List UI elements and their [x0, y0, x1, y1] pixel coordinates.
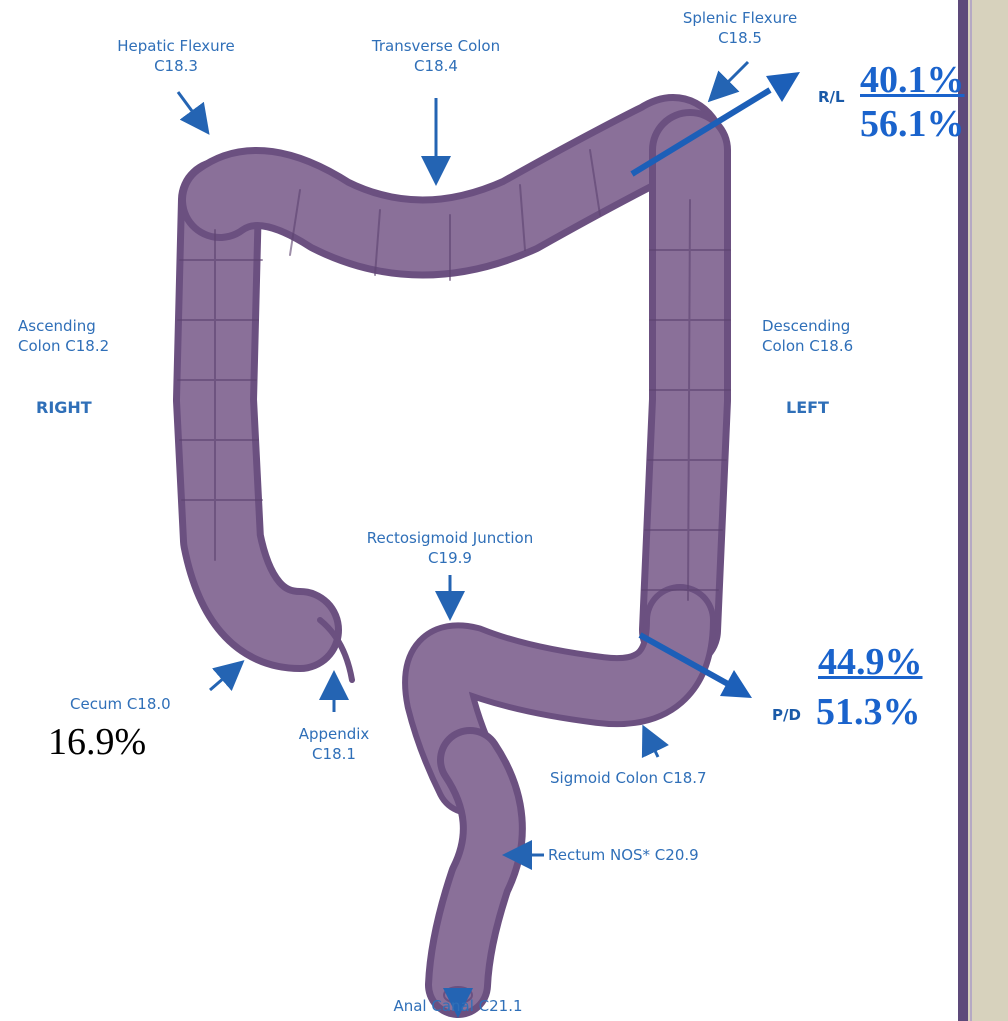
splenic-flexure-name: Splenic Flexure: [683, 8, 797, 28]
right-side-label: RIGHT: [36, 398, 92, 418]
ascending-colon-label: Ascending Colon C18.2: [18, 316, 109, 356]
hepatic-flexure-code: C18.3: [117, 56, 235, 76]
splenic-flexure-code: C18.5: [683, 28, 797, 48]
pd-bottom-percent: 51.3%: [816, 692, 921, 732]
rectum-label: Rectum NOS* C20.9: [548, 845, 699, 865]
transverse-colon-label: Transverse Colon C18.4: [372, 36, 500, 76]
descending-colon-line2: Colon C18.6: [762, 336, 853, 356]
appendix-name: Appendix: [299, 724, 370, 744]
ascending-colon-line1: Ascending: [18, 316, 109, 336]
sigmoid-colon-label: Sigmoid Colon C18.7: [550, 768, 707, 788]
hepatic-flexure-label: Hepatic Flexure C18.3: [117, 36, 235, 76]
hepatic-flexure-name: Hepatic Flexure: [117, 36, 235, 56]
descending-colon-line1: Descending: [762, 316, 853, 336]
cecum-arrow: [210, 664, 240, 690]
rectosigmoid-label: Rectosigmoid Junction C19.9: [367, 528, 533, 568]
descending-colon-label: Descending Colon C18.6: [762, 316, 853, 356]
left-side-label: LEFT: [786, 398, 829, 418]
rl-arrow-head: [766, 72, 800, 102]
hepatic-flexure-arrow: [178, 92, 206, 130]
pd-top-percent: 44.9%: [818, 642, 923, 682]
side-bar: [958, 0, 1008, 1021]
sigmoid-colon-arrow: [645, 730, 658, 757]
splenic-flexure-arrow: [712, 62, 748, 98]
rectosigmoid-code: C19.9: [367, 548, 533, 568]
anal-canal-label: Anal Canal C21.1: [393, 996, 522, 1016]
rl-top-percent: 40.1%: [860, 60, 965, 100]
transverse-colon-name: Transverse Colon: [372, 36, 500, 56]
splenic-flexure-label: Splenic Flexure C18.5: [683, 8, 797, 48]
appendix-label: Appendix C18.1: [299, 724, 370, 764]
appendix-code: C18.1: [299, 744, 370, 764]
pd-tag: P/D: [772, 706, 801, 724]
cecum-percent: 16.9%: [48, 722, 146, 762]
rectosigmoid-name: Rectosigmoid Junction: [367, 528, 533, 548]
rl-bottom-percent: 56.1%: [860, 104, 965, 144]
colon-illustration: [178, 135, 730, 1003]
cecum-label: Cecum C18.0: [70, 694, 171, 714]
ascending-colon-line2: Colon C18.2: [18, 336, 109, 356]
transverse-colon-code: C18.4: [372, 56, 500, 76]
rl-tag: R/L: [818, 88, 845, 106]
